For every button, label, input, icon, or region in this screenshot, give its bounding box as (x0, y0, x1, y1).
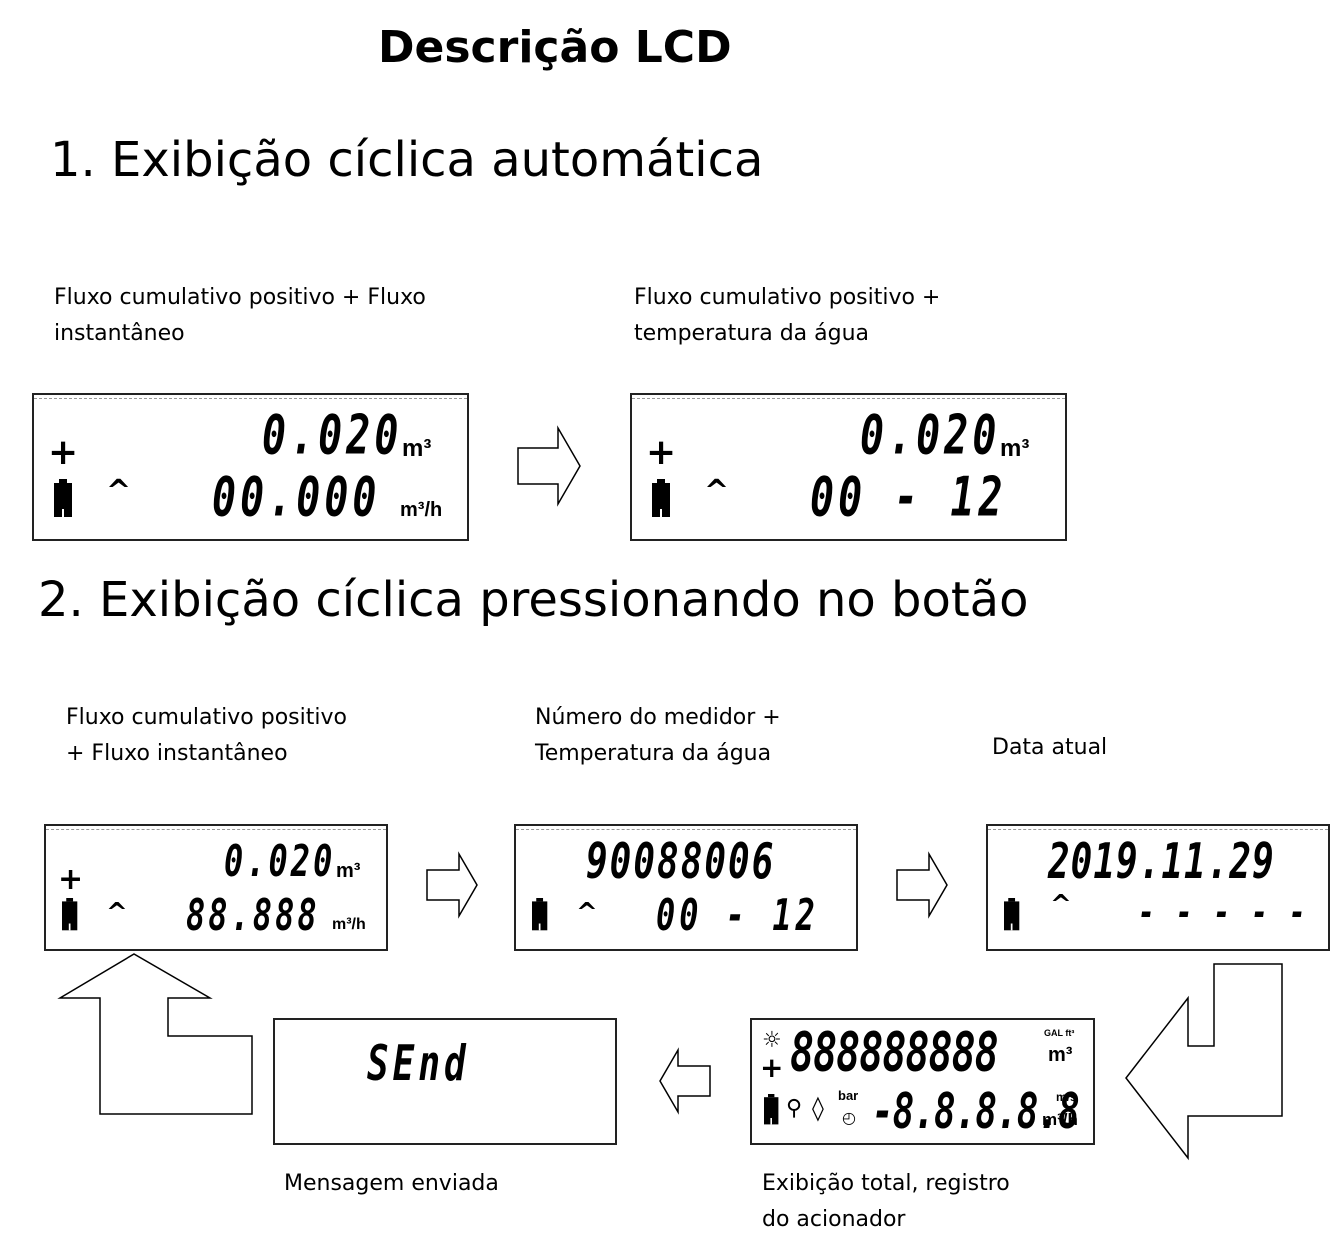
caret-indicator: ^ (576, 898, 598, 928)
caption-line: Temperatura da água (535, 741, 772, 766)
s1-lcd-screen-2: + ^ 0.020 m³ 00 - 12 (630, 393, 1067, 541)
plus-sign: + (58, 862, 84, 897)
lcd-top-value: 90088006 (586, 834, 776, 891)
lcd-top-value: 888888888 (790, 1021, 999, 1085)
lcd-bottom-value: - - - - - (1138, 890, 1308, 935)
caption-line: temperatura da água (634, 321, 870, 346)
plus-sign: + (646, 432, 677, 473)
lcd-top-unit-small: GAL ft³ (1044, 1028, 1075, 1038)
plus-sign: + (760, 1051, 784, 1084)
lcd-top-line (34, 398, 467, 399)
lcd-bottom-value: -8.8.8.8.8 (872, 1084, 1080, 1141)
caret-indicator: ^ (1050, 890, 1072, 920)
caption-line: Número do medidor + (535, 705, 781, 730)
caret-indicator: ^ (106, 898, 128, 928)
faucet-icon: ⚲ (786, 1096, 803, 1121)
lcd-top-line (516, 829, 856, 830)
section2-heading: 2. Exibição cíclica pressionando no botã… (38, 572, 1029, 628)
s2-lcd-screen-2: ^ 90088006 00 - 12 (514, 824, 858, 951)
sun-icon: ☼ (762, 1028, 782, 1053)
caret-indicator: ^ (106, 474, 132, 509)
arrow-left-icon (659, 1047, 711, 1115)
lcd-top-value: 0.020 (860, 404, 1001, 468)
arrow-up-icon (57, 953, 253, 1115)
s2-screen5-caption: Mensagem enviada (284, 1171, 499, 1196)
lcd-bottom-value: 00 - 12 (656, 889, 819, 941)
lcd-top-unit: m³ (1048, 1044, 1073, 1066)
caption-line: Fluxo cumulativo positivo + Fluxo (54, 285, 426, 310)
caption-line: Fluxo cumulativo positivo (66, 705, 347, 730)
s1-lcd-screen-1: + ^ 0.020 m³ 00.000 m³/h (32, 393, 469, 541)
lcd-bottom-unit: m³/h (332, 916, 366, 933)
s2-screen2-caption: Número do medidor + Temperatura da água (535, 700, 781, 772)
pressure-label: bar (838, 1088, 859, 1103)
lcd-bottom-value: 88.888 (186, 889, 320, 941)
arrow-right-icon (896, 851, 948, 919)
lcd-top-value: 0.020 (224, 835, 336, 887)
s2-lcd-screen-4: ☼ + 888888888 GAL ft³ m³ ⚲ ◊ bar ◴ -8.8.… (750, 1018, 1095, 1145)
caption-line: do acionador (762, 1207, 906, 1232)
arrow-right-icon (517, 425, 581, 507)
caption-line: + Fluxo instantâneo (66, 741, 288, 766)
arrow-right-icon (426, 851, 478, 919)
page-title: Descrição LCD (378, 22, 732, 73)
lcd-top-unit: m³ (402, 435, 432, 462)
lcd-top-value: 0.020 (262, 404, 403, 468)
section1-heading: 1. Exibição cíclica automática (50, 132, 764, 188)
lcd-top-unit: m³ (336, 860, 361, 882)
lcd-top-unit: m³ (1000, 435, 1030, 462)
lcd-bottom-value: 00.000 (212, 466, 381, 530)
lcd-top-value: 2019.11.29 (1048, 834, 1275, 891)
lcd-top-line (46, 829, 386, 830)
caption-line: Exibição total, registro (762, 1171, 1010, 1196)
lcd-bottom-unit: m³/h (1042, 1110, 1078, 1129)
caption-line: Fluxo cumulativo positivo + (634, 285, 941, 310)
s1-screen2-caption: Fluxo cumulativo positivo + temperatura … (634, 280, 940, 352)
lcd-bottom-value: 00 - 12 (810, 466, 1007, 530)
s2-screen1-caption: Fluxo cumulativo positivo + Fluxo instan… (66, 700, 347, 772)
lcd-message: SEnd (367, 1036, 470, 1093)
plus-sign: + (48, 432, 79, 473)
s2-lcd-screen-1: + ^ 0.020 m³ 88.888 m³/h (44, 824, 388, 951)
arrow-down-left-icon (1125, 963, 1283, 1161)
s2-screen4-caption: Exibição total, registro do acionador (762, 1166, 1010, 1238)
s2-lcd-screen-5: SEnd (273, 1018, 617, 1145)
lcd-top-line (632, 398, 1065, 399)
s2-screen3-caption: Data atual (992, 735, 1108, 760)
s1-screen1-caption: Fluxo cumulativo positivo + Fluxo instan… (54, 280, 426, 352)
caption-line: instantâneo (54, 321, 185, 346)
lcd-bottom-unit: m³/h (400, 499, 443, 521)
diamond-icon: ◊ (812, 1094, 824, 1122)
lcd-top-line (988, 829, 1328, 830)
lcd-bottom-unit-small: m/s (1056, 1090, 1077, 1104)
caret-indicator: ^ (704, 474, 730, 509)
s2-lcd-screen-3: ^ 2019.11.29 - - - - - (986, 824, 1330, 951)
clock-icon: ◴ (842, 1108, 856, 1127)
